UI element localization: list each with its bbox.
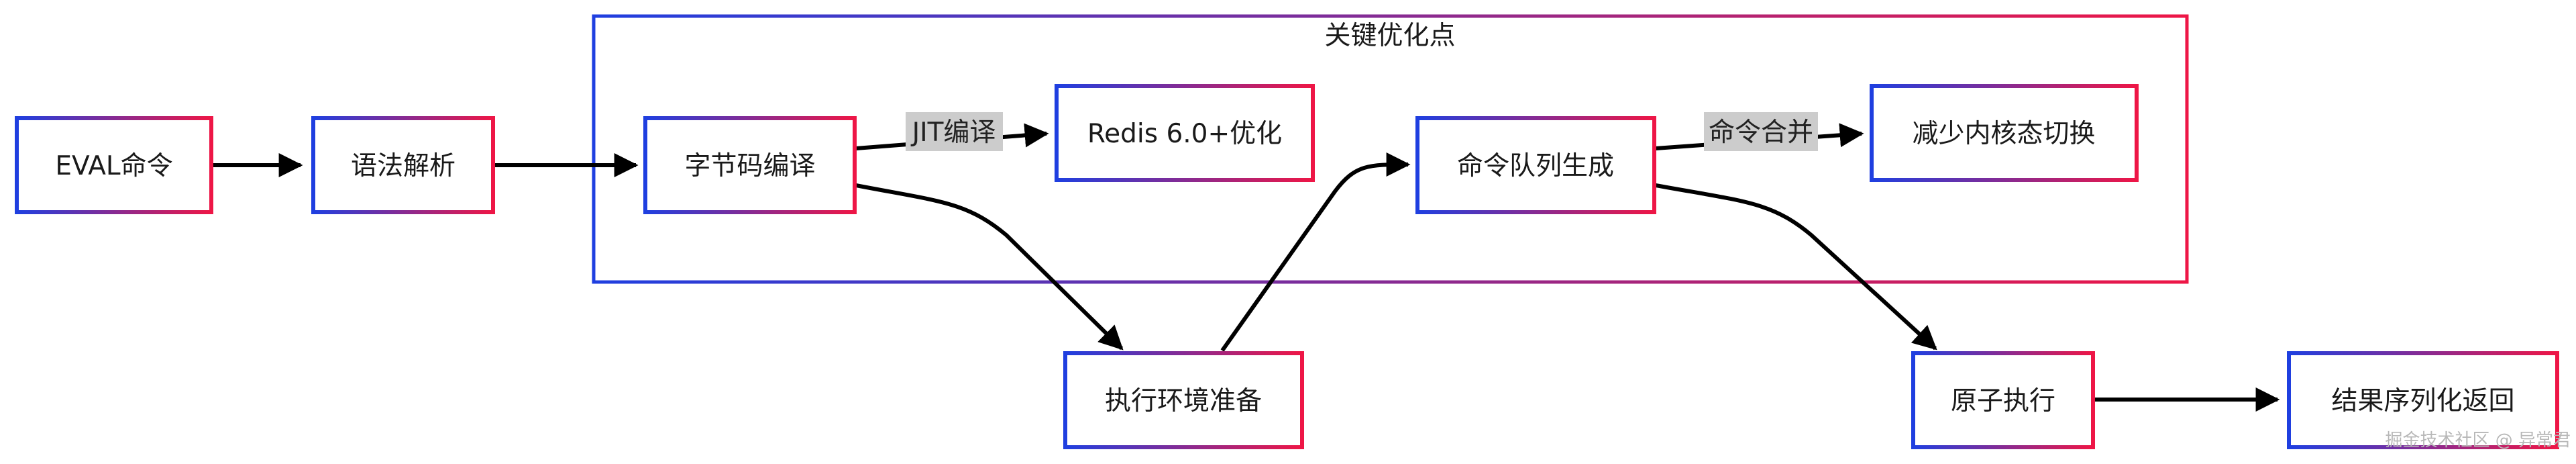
node-result: 结果序列化返回 xyxy=(2287,351,2559,449)
edge-label-merge-text: 命令合并 xyxy=(1709,118,1813,148)
node-queue-label: 命令队列生成 xyxy=(1457,151,1614,181)
edge-label-jit-text: JIT编译 xyxy=(910,118,996,148)
node-parse-box xyxy=(311,116,495,214)
optimization-group: 关键优化点 xyxy=(592,14,2189,284)
node-redis6-label: Redis 6.0+优化 xyxy=(1087,119,1282,149)
node-result-label: 结果序列化返回 xyxy=(2331,386,2514,416)
node-parse: 语法解析 xyxy=(311,116,495,214)
node-redis6: Redis 6.0+优化 xyxy=(1055,84,1315,182)
node-env: 执行环境准备 xyxy=(1063,351,1304,449)
node-eval-box xyxy=(15,116,213,214)
edge-env-queue xyxy=(1220,152,1411,352)
node-env-label: 执行环境准备 xyxy=(1105,386,1262,416)
edge-label-merge-bg xyxy=(1704,112,1818,151)
node-reduce: 减少内核态切换 xyxy=(1870,84,2139,182)
node-env-box xyxy=(1063,351,1304,449)
edge-label-jit: JIT编译 xyxy=(906,112,1003,151)
edge-bytecode-env xyxy=(855,183,1124,351)
node-atomic-box xyxy=(1911,351,2095,449)
node-eval: EVAL命令 xyxy=(15,116,213,214)
node-reduce-label: 减少内核态切换 xyxy=(1912,119,2095,149)
node-reduce-box xyxy=(1870,84,2139,182)
node-bytecode-box xyxy=(643,116,857,214)
node-atomic: 原子执行 xyxy=(1911,351,2095,449)
node-bytecode-label: 字节码编译 xyxy=(684,151,815,181)
optimization-group-title: 关键优化点 xyxy=(1324,21,1455,51)
node-queue: 命令队列生成 xyxy=(1415,116,1656,214)
edge-label-merge: 命令合并 xyxy=(1704,112,1818,151)
edge-queue-atomic xyxy=(1655,183,1937,351)
optimization-group-box xyxy=(592,14,2189,284)
node-parse-label: 语法解析 xyxy=(351,151,455,181)
node-eval-label: EVAL命令 xyxy=(55,151,172,181)
node-bytecode: 字节码编译 xyxy=(643,116,857,214)
node-queue-box xyxy=(1415,116,1656,214)
node-atomic-label: 原子执行 xyxy=(1951,386,2055,416)
edge-label-jit-bg xyxy=(906,112,1003,151)
node-redis6-box xyxy=(1055,84,1315,182)
node-result-box xyxy=(2287,351,2559,449)
watermark-text: 掘金技术社区 @ 异常君 xyxy=(2385,430,2571,451)
